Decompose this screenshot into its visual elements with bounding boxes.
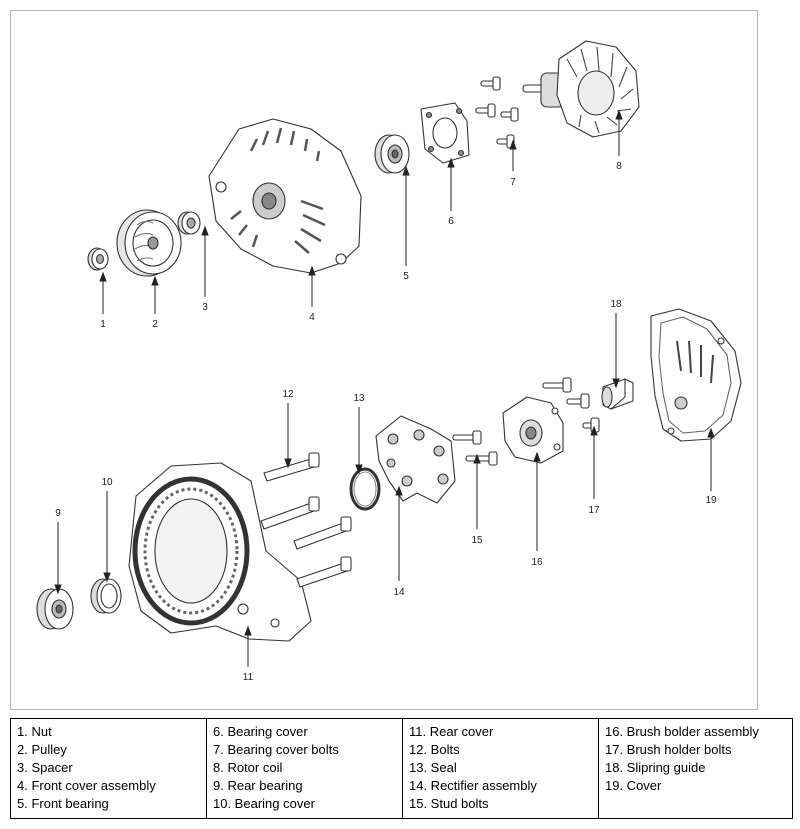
callout-2: 2 [152, 319, 158, 330]
rotor-coil-part [522, 40, 640, 138]
callout-15: 15 [471, 535, 483, 546]
legend-item: 13. Seal [409, 760, 457, 775]
legend-item: 8. Rotor coil [213, 760, 283, 775]
seal-part [349, 467, 381, 511]
stud-bolts-part [452, 430, 498, 466]
legend-item: 3. Spacer [17, 760, 73, 775]
legend-item: 4. Front cover assembly [17, 778, 156, 793]
legend-item: 12. Bolts [409, 742, 460, 757]
legend-item: 2. Pulley [17, 742, 67, 757]
legend-item: 9. Rear bearing [213, 778, 303, 793]
rectifier-part [375, 415, 456, 504]
callout-11: 11 [243, 672, 254, 683]
legend-item: 6. Bearing cover [213, 724, 308, 739]
callout-17: 17 [588, 505, 600, 516]
callout-18: 18 [610, 299, 622, 310]
legend-column-4: 16. Brush bolder assembly 17. Brush hold… [598, 718, 793, 819]
callout-4: 4 [309, 312, 315, 323]
bearing-cover-plate-part [420, 102, 470, 164]
exploded-diagram: 1 2 3 4 5 6 7 8 9 10 11 12 13 14 15 16 1… [10, 10, 758, 710]
rear-bearing-part [36, 588, 74, 630]
pulley-part [116, 209, 182, 277]
callout-1: 1 [100, 319, 106, 330]
callout-3: 3 [202, 302, 208, 313]
legend-item: 5. Front bearing [17, 796, 109, 811]
legend-item: 19. Cover [605, 778, 662, 793]
legend-item: 1. Nut [17, 724, 52, 739]
front-cover-part [208, 118, 362, 274]
legend-item: 11. Rear cover [409, 724, 494, 739]
cover-part [650, 308, 742, 442]
slipring-guide-part [601, 378, 634, 410]
legend-item: 10. Bearing cover [213, 796, 315, 811]
legend-item: 14. Rectifier assembly [409, 778, 537, 793]
legend-item: 7. Bearing cover bolts [213, 742, 339, 757]
legend-column-2: 6. Bearing cover 7. Bearing cover bolts … [206, 718, 403, 819]
bolts-part [260, 452, 352, 588]
rear-bearing-cover-part [90, 578, 122, 614]
callout-7: 7 [510, 177, 516, 188]
callout-8: 8 [616, 161, 622, 172]
callout-10: 10 [101, 477, 113, 488]
bearing-cover-bolts-part [475, 76, 519, 149]
callout-9: 9 [55, 508, 61, 519]
spacer-part [177, 211, 201, 235]
legend-item: 17. Brush holder bolts [605, 742, 732, 757]
front-bearing-part [374, 134, 410, 174]
callout-16: 16 [531, 557, 543, 568]
legend-item: 15. Stud bolts [409, 796, 489, 811]
legend-column-1: 1. Nut 2. Pulley 3. Spacer 4. Front cove… [10, 718, 207, 819]
nut-part [87, 247, 109, 271]
callout-13: 13 [353, 393, 365, 404]
legend-row: 1. Nut 2. Pulley 3. Spacer 4. Front cove… [10, 718, 793, 819]
callout-19: 19 [705, 495, 717, 506]
callout-12: 12 [282, 389, 294, 400]
legend-item: 16. Brush bolder assembly [605, 724, 759, 739]
callout-5: 5 [403, 271, 409, 282]
diagram-svg: 1 2 3 4 5 6 7 8 9 10 11 12 13 14 15 16 1… [36, 40, 742, 683]
callout-6: 6 [448, 216, 454, 227]
legend-item: 18. Slipring guide [605, 760, 706, 775]
callout-14: 14 [393, 587, 405, 598]
legend-column-3: 11. Rear cover 12. Bolts 13. Seal 14. Re… [402, 718, 599, 819]
rear-cover-part [128, 462, 312, 642]
parts-legend-table: 1. Nut 2. Pulley 3. Spacer 4. Front cove… [10, 718, 793, 819]
brush-holder-part [502, 396, 564, 464]
